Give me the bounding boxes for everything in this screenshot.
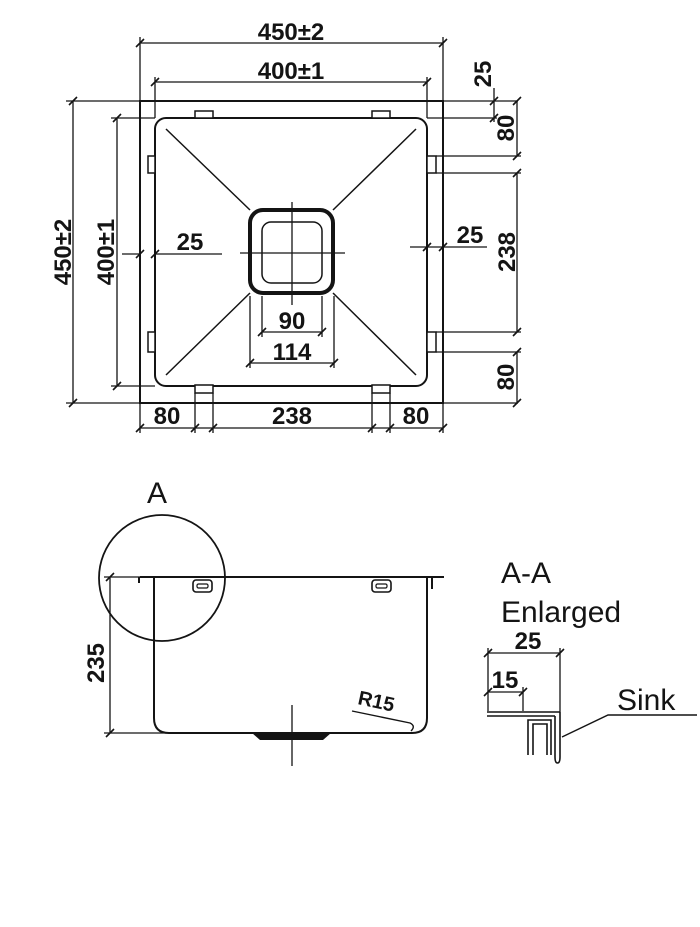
sink-callout-label: Sink: [617, 684, 676, 717]
detail-title-aa: A-A: [501, 557, 551, 590]
clip-right-upper: [426, 155, 437, 174]
top-view-dimension-lines: [66, 37, 521, 433]
dim-flange-offset: 15: [492, 667, 519, 694]
bowl-slope-diagonals: [165, 128, 417, 376]
clip-left-upper: [147, 155, 156, 174]
dim-drain-inner: 90: [279, 308, 306, 335]
side-view-dimension-lines: [104, 576, 293, 766]
detail-view: A-A Enlarged 25 15 Sink: [487, 557, 697, 764]
dim-clip-offset-top-right: 80: [493, 115, 520, 142]
dim-flange-width: 25: [515, 628, 542, 655]
dim-clip-span-bottom: 238: [272, 403, 312, 430]
side-clip-right-slot: [375, 583, 388, 589]
detail-circle-a: [98, 514, 226, 642]
drain-inner-opening: [261, 221, 323, 284]
rim-profile-clip-channel: [527, 719, 552, 755]
radius-label: R15: [356, 687, 396, 716]
dim-rim-right: 25: [457, 222, 484, 249]
dim-clip-offset-bottom-left2: 80: [154, 403, 181, 430]
dim-depth: 235: [83, 643, 110, 683]
rim-profile-flange: [487, 711, 560, 717]
dim-bowl-width-top: 400±1: [258, 58, 325, 85]
dim-overall-width-top: 450±2: [258, 19, 325, 46]
dim-clip-offset-bottom-right2: 80: [403, 403, 430, 430]
side-clips: [192, 579, 392, 593]
mounting-clips: [147, 110, 437, 394]
clip-left-lower: [147, 331, 156, 353]
dim-bowl-height-left: 400±1: [93, 219, 120, 286]
detail-dimension-lines: [487, 648, 561, 712]
detail-title-enlarged: Enlarged: [501, 596, 621, 629]
clip-top-right: [371, 110, 391, 119]
clip-top-left: [194, 110, 214, 119]
dim-rim-left: 25: [177, 229, 204, 256]
dim-rim-top-right: 25: [470, 61, 497, 88]
r15-leader-line: [351, 710, 414, 732]
clip-bottom-left: [194, 384, 214, 394]
dim-overall-height-left: 450±2: [50, 219, 77, 286]
side-view: A 235 R15: [83, 477, 444, 766]
dimension-ticks: [68, 38, 565, 738]
side-drain-boss: [252, 733, 331, 740]
clip-bottom-right: [371, 384, 391, 394]
clip-right-lower: [426, 331, 437, 353]
top-view: 450±2 400±1 450±2 400±1 25 25 25 80 238 …: [50, 19, 565, 738]
rim-profile-skirt: [554, 712, 561, 764]
drain-outer-flange: [248, 208, 335, 295]
side-rim-line: [138, 576, 444, 589]
bowl-edge: [154, 117, 428, 387]
dim-clip-offset-bottom-right: 80: [493, 364, 520, 391]
sink-callout-leader: [561, 714, 697, 738]
detail-marker-a: A: [147, 477, 167, 510]
dim-drain-outer: 114: [273, 339, 312, 366]
sink-outer-edge: [139, 100, 444, 404]
dim-clip-span-right: 238: [494, 232, 521, 272]
side-clip-left-slot: [196, 583, 209, 589]
